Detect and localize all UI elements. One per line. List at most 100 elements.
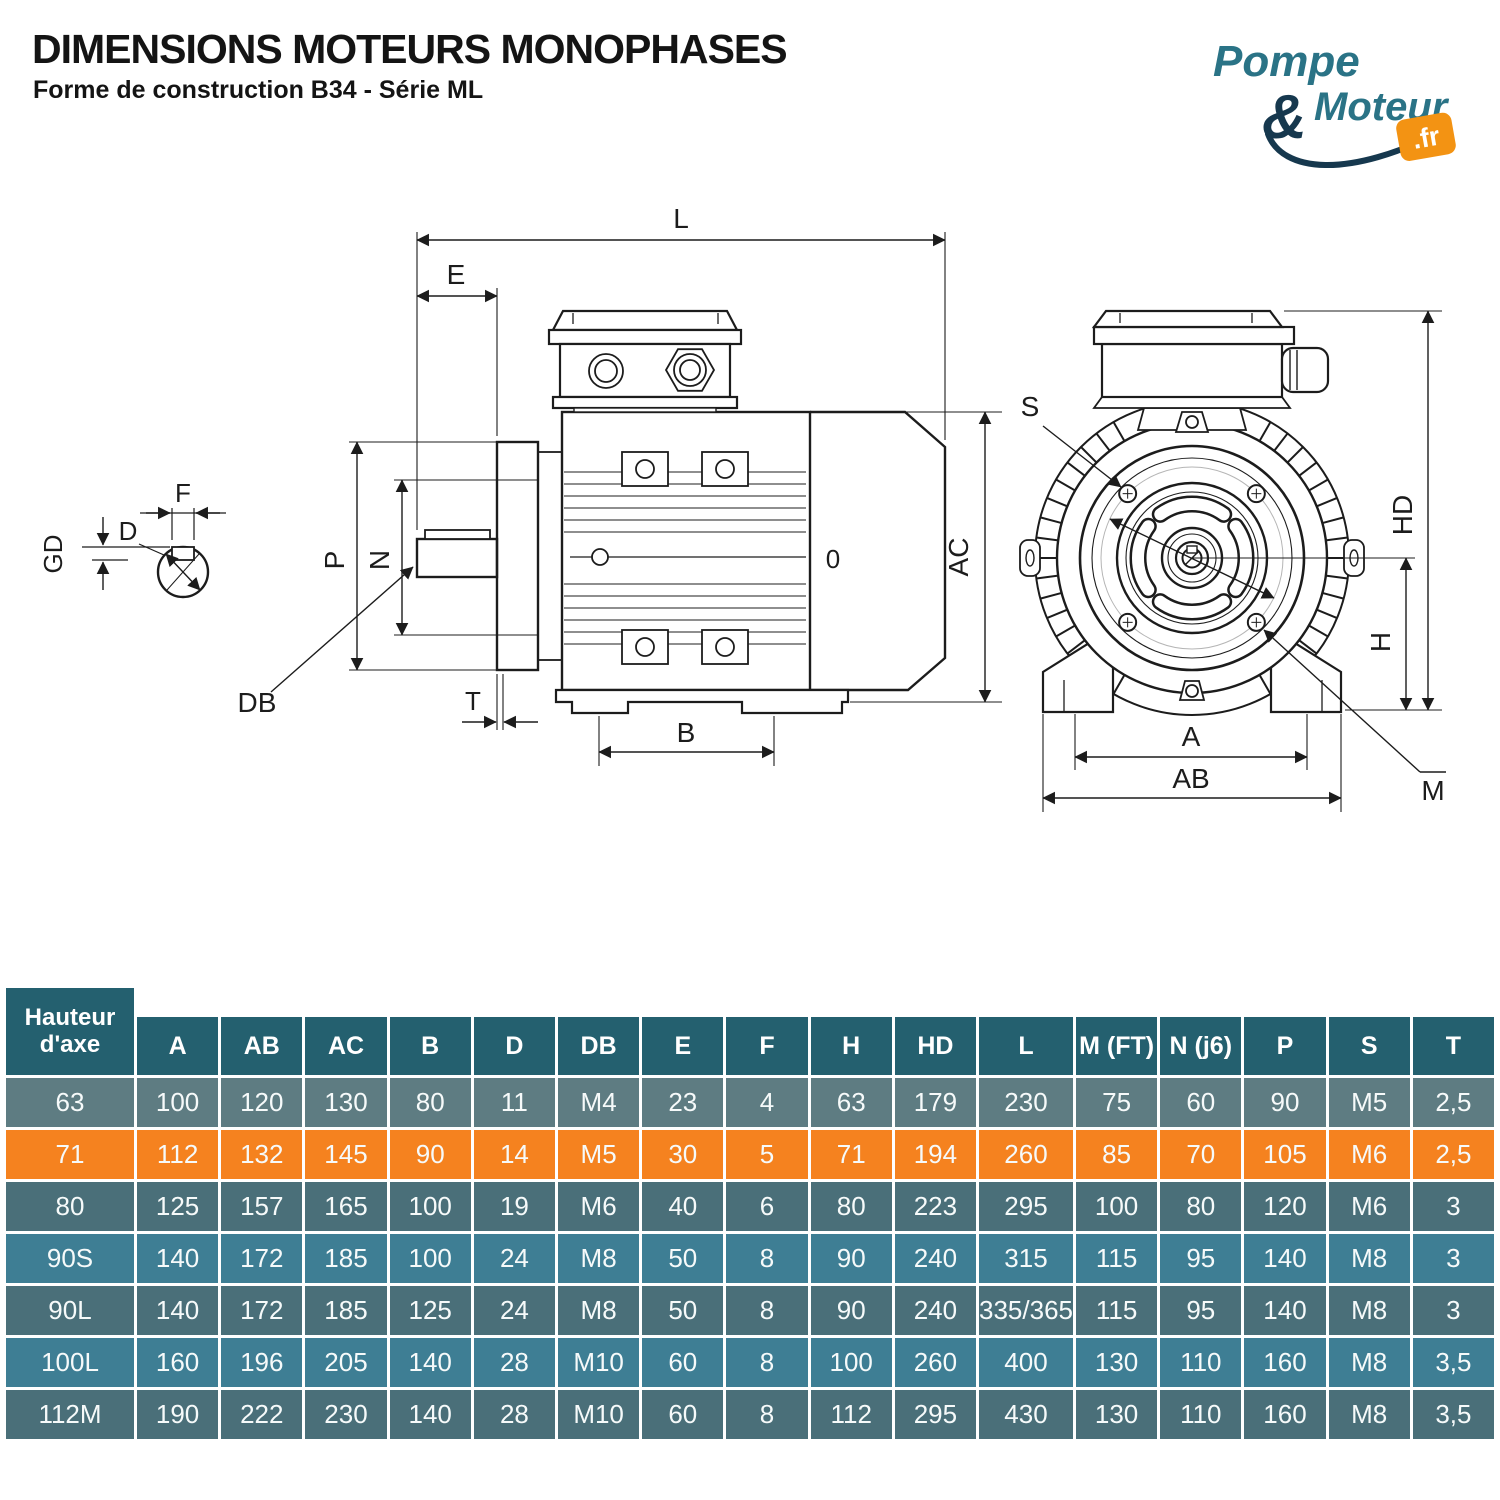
- column-header: A: [137, 1017, 219, 1075]
- table-cell: 185: [305, 1286, 387, 1335]
- table-cell: 205: [305, 1338, 387, 1387]
- table-cell: 71: [810, 1130, 892, 1179]
- table-cell: 2,5: [1412, 1078, 1494, 1127]
- table-cell: 70: [1160, 1130, 1242, 1179]
- table-corner-header: Hauteur d'axe: [6, 988, 134, 1075]
- table-cell: M6: [1328, 1182, 1410, 1231]
- column-header: N (j6): [1160, 1017, 1242, 1075]
- table-cell: 260: [979, 1130, 1073, 1179]
- table-cell: 295: [894, 1390, 976, 1439]
- table-cell: 90: [1244, 1078, 1326, 1127]
- dim-label-db: DB: [238, 687, 277, 718]
- table-cell: 80: [389, 1078, 471, 1127]
- table-cell: M6: [558, 1182, 640, 1231]
- fan-cover-mark: 0: [826, 544, 840, 574]
- brand-logo[interactable]: Pompe & Moteur .fr: [1180, 20, 1480, 195]
- table-cell: 24: [473, 1234, 555, 1283]
- table-cell: 90: [389, 1130, 471, 1179]
- dim-label-h: H: [1365, 632, 1396, 652]
- row-header-cell: 90L: [6, 1286, 134, 1335]
- column-header: AC: [305, 1017, 387, 1075]
- table-cell: 60: [1160, 1078, 1242, 1127]
- table-cell: 115: [1075, 1286, 1158, 1335]
- table-cell: 100: [389, 1182, 471, 1231]
- logo-word-pompe: Pompe: [1213, 37, 1360, 86]
- technical-drawing: F GD D DB: [38, 203, 1446, 812]
- table-cell: 140: [1244, 1286, 1326, 1335]
- table-cell: 50: [642, 1286, 724, 1335]
- table-cell: 95: [1160, 1286, 1242, 1335]
- column-header: HD: [894, 1017, 976, 1075]
- table-cell: 95: [1160, 1234, 1242, 1283]
- table-cell: M5: [558, 1130, 640, 1179]
- table-cell: 125: [389, 1286, 471, 1335]
- table-cell: 100: [810, 1338, 892, 1387]
- table-cell: 30: [642, 1130, 724, 1179]
- table-cell: 194: [894, 1130, 976, 1179]
- table-cell: 230: [979, 1078, 1073, 1127]
- column-header: P: [1244, 1017, 1326, 1075]
- column-header: B: [389, 1017, 471, 1075]
- column-header: M (FT): [1075, 1017, 1158, 1075]
- table-cell: 430: [979, 1390, 1073, 1439]
- column-header: H: [810, 1017, 892, 1075]
- column-header: AB: [221, 1017, 303, 1075]
- dim-label-l: L: [673, 203, 689, 234]
- table-cell: M6: [1328, 1130, 1410, 1179]
- table-cell: 90: [810, 1234, 892, 1283]
- shaft-section-detail: [82, 506, 414, 693]
- table-cell: 115: [1075, 1234, 1158, 1283]
- table-cell: 160: [137, 1338, 219, 1387]
- table-cell: 75: [1075, 1078, 1158, 1127]
- table-cell: 223: [894, 1182, 976, 1231]
- table-cell: M10: [558, 1390, 640, 1439]
- table-cell: 165: [305, 1182, 387, 1231]
- dim-label-a: A: [1182, 721, 1201, 752]
- table-cell: 24: [473, 1286, 555, 1335]
- column-header: T: [1412, 1017, 1494, 1075]
- table-cell: 100: [1075, 1182, 1158, 1231]
- dim-label-s: S: [1021, 391, 1040, 422]
- table-cell: 400: [979, 1338, 1073, 1387]
- table-cell: 130: [305, 1078, 387, 1127]
- table-cell: 8: [726, 1286, 808, 1335]
- dim-label-f: F: [175, 478, 191, 508]
- table-cell: 140: [1244, 1234, 1326, 1283]
- logo-tld: .fr: [1410, 121, 1442, 155]
- table-cell: M8: [1328, 1234, 1410, 1283]
- table-cell: 100: [137, 1078, 219, 1127]
- table-cell: M8: [558, 1286, 640, 1335]
- table-cell: 8: [726, 1234, 808, 1283]
- table-cell: M4: [558, 1078, 640, 1127]
- column-header: DB: [558, 1017, 640, 1075]
- table-cell: 2,5: [1412, 1130, 1494, 1179]
- row-header-cell: 80: [6, 1182, 134, 1231]
- brand-logo-graphic: Pompe & Moteur .fr: [1213, 37, 1456, 168]
- dim-label-ac: AC: [943, 538, 974, 577]
- table-cell: 120: [1244, 1182, 1326, 1231]
- page-subtitle: Forme de construction B34 - Série ML: [33, 76, 484, 104]
- table-cell: 11: [473, 1078, 555, 1127]
- table-cell: 100: [389, 1234, 471, 1283]
- table-cell: M8: [1328, 1338, 1410, 1387]
- table-cell: 60: [642, 1338, 724, 1387]
- table-cell: 110: [1160, 1390, 1242, 1439]
- table-cell: 315: [979, 1234, 1073, 1283]
- dim-label-hd: HD: [1387, 495, 1418, 535]
- table-cell: 172: [221, 1286, 303, 1335]
- table-cell: 3: [1412, 1234, 1494, 1283]
- row-header-cell: 63: [6, 1078, 134, 1127]
- table-cell: 230: [305, 1390, 387, 1439]
- table-cell: 140: [389, 1390, 471, 1439]
- table-cell: 28: [473, 1390, 555, 1439]
- column-header: L: [979, 1017, 1073, 1075]
- dim-label-d: D: [119, 516, 138, 546]
- column-header: E: [642, 1017, 724, 1075]
- dim-label-ab: AB: [1172, 763, 1209, 794]
- table-cell: 80: [810, 1182, 892, 1231]
- table-cell: 28: [473, 1338, 555, 1387]
- table-cell: 8: [726, 1338, 808, 1387]
- row-header-cell: 112M: [6, 1390, 134, 1439]
- table-cell: 260: [894, 1338, 976, 1387]
